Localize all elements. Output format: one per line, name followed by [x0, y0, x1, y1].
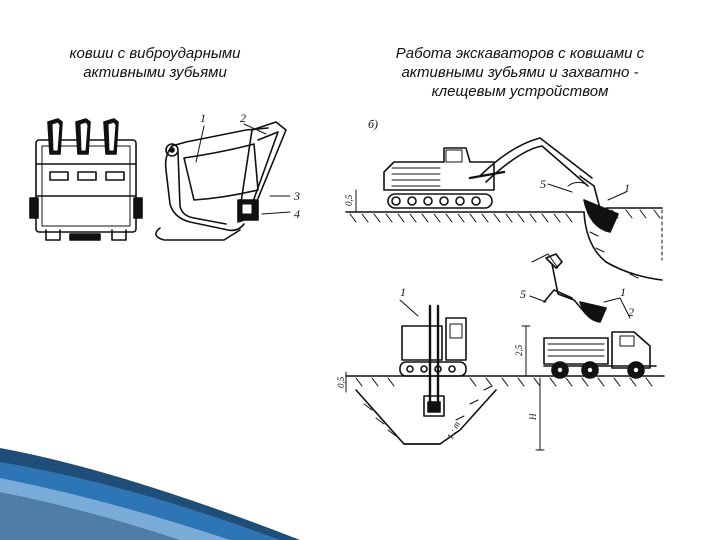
dimension-2-5: 2,5	[514, 344, 524, 356]
right-caption-line-3: клещевым устройством	[431, 83, 609, 100]
excavator-trench-scene	[345, 137, 663, 281]
bucket-front-view	[29, 118, 143, 241]
top-dimension: 0,5	[344, 194, 354, 206]
callout-3: 3	[293, 189, 300, 203]
right-caption-line-1: Работа экскаваторов с ковшами с	[395, 45, 645, 62]
dimension-h: H	[528, 413, 538, 421]
left-caption-line-1: ковши с виброударными	[69, 45, 241, 62]
left-caption-line-2: активными зубьями	[83, 64, 227, 81]
bottom-callout-1b: 1	[620, 285, 626, 299]
bottom-callout-1a: 1	[400, 285, 406, 299]
callout-1: 1	[200, 111, 206, 125]
excavator-loading-scene	[345, 253, 665, 451]
callout-4: 4	[294, 207, 300, 221]
left-caption: ковши с виброударными активными зубьями	[40, 44, 270, 82]
top-callout-1: 1	[624, 181, 630, 195]
decorative-swoosh	[0, 448, 300, 540]
right-caption-line-2: активными зубьями и захватно -	[401, 64, 639, 81]
panel-label: б)	[368, 117, 378, 131]
dimension-0-5: 0,5	[336, 376, 346, 388]
bottom-callout-2: 2	[628, 305, 634, 319]
bottom-callout-5: 5	[520, 287, 526, 301]
top-callout-5: 5	[540, 177, 546, 191]
bucket-side-view	[155, 121, 291, 241]
right-caption: Работа экскаваторов с ковшами с активным…	[360, 44, 680, 101]
callout-2: 2	[240, 111, 246, 125]
